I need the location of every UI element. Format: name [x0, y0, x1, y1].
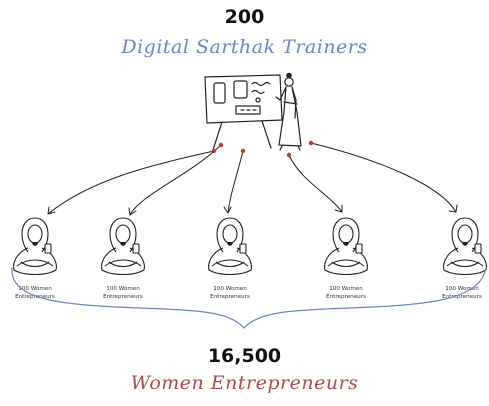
group-label-line1: 100 Women — [106, 286, 140, 292]
group-label-line2: Entrepreneurs — [210, 294, 250, 300]
arrow-origin-dots — [211, 140, 314, 158]
trainer-count: 200 — [224, 6, 265, 28]
group-label: 100 Women Entrepreneurs — [103, 286, 143, 300]
seated-woman-with-phone-icon — [13, 217, 57, 276]
distribution-arrows — [47, 142, 458, 216]
seated-woman-with-phone-icon — [324, 217, 368, 276]
group-label-line1: 100 Women — [329, 286, 363, 292]
group-label-line2: Entrepreneurs — [326, 294, 366, 300]
trainer-at-whiteboard-icon — [204, 72, 302, 151]
group-label: 100 Women Entrepreneurs — [442, 286, 482, 300]
group-label-line1: 100 Women — [445, 286, 479, 292]
group-label: 100 Women Entrepreneurs — [15, 286, 55, 300]
women-count: 16,500 — [207, 345, 282, 367]
seated-woman-with-phone-icon — [101, 217, 145, 276]
women-label: Women Entrepreneurs — [130, 372, 359, 394]
group-label-line1: 100 Women — [213, 286, 247, 292]
group-label-line2: Entrepreneurs — [442, 294, 482, 300]
group-label-line1: 100 Women — [18, 286, 52, 292]
seated-woman-with-phone-icon — [443, 217, 487, 276]
group-label: 100 Women Entrepreneurs — [210, 286, 250, 300]
group-label-line2: Entrepreneurs — [103, 294, 143, 300]
group-label: 100 Women Entrepreneurs — [326, 286, 366, 300]
trainer-label: Digital Sarthak Trainers — [121, 36, 368, 58]
group-label-line2: Entrepreneurs — [15, 294, 55, 300]
seated-woman-with-phone-icon — [208, 217, 252, 276]
grouping-brace — [11, 267, 487, 329]
